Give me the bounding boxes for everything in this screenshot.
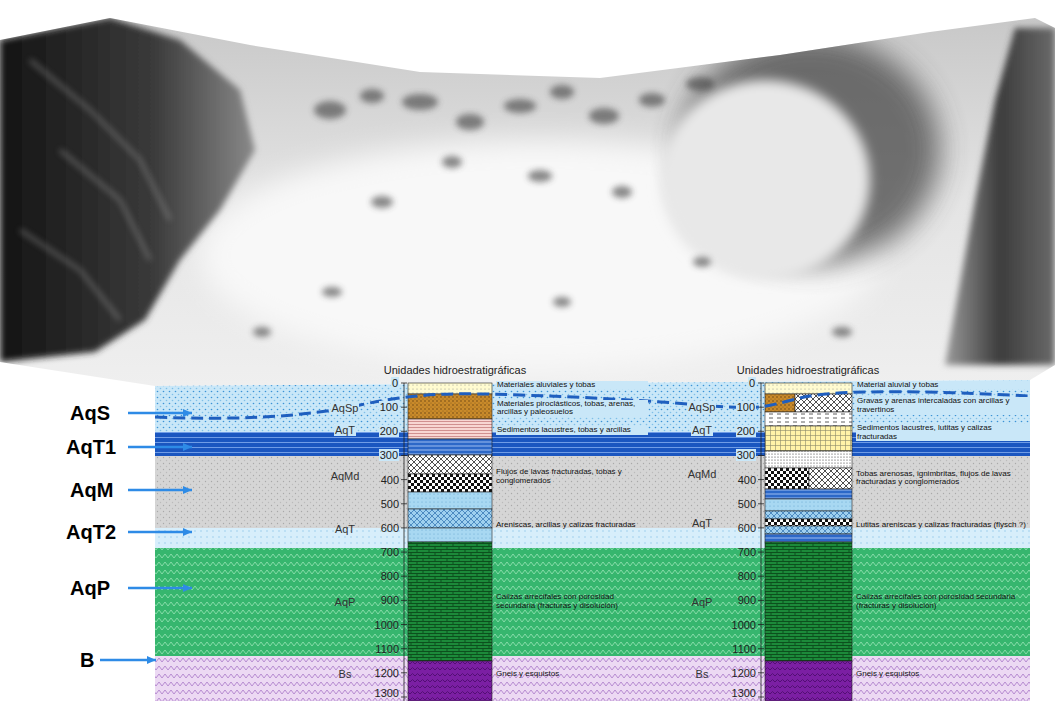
depth-number: 1200 bbox=[375, 667, 399, 679]
unit-code: AqP bbox=[692, 596, 713, 608]
lithology-description: Gravas y arenas intercaladas con arcilla… bbox=[856, 397, 1030, 415]
depth-number: 300 bbox=[379, 449, 399, 461]
aquifer-label: AqT2 bbox=[66, 521, 116, 544]
depth-axes bbox=[401, 383, 764, 701]
unit-code: AqT bbox=[334, 424, 356, 436]
depth-number: 100 bbox=[379, 401, 399, 413]
column-header: Unidades hidroestratigráficas bbox=[384, 364, 526, 376]
depth-number: 400 bbox=[738, 474, 756, 486]
depth-number: 1000 bbox=[732, 619, 756, 631]
depth-number: 500 bbox=[738, 498, 756, 510]
lithology-description: Calizas arrecifales con porosidad secund… bbox=[496, 593, 646, 611]
unit-code: AqMd bbox=[688, 468, 717, 480]
hydrostratigraphic-bands bbox=[155, 380, 1030, 701]
unit-code: Bs bbox=[696, 668, 709, 680]
depth-number: 600 bbox=[381, 522, 399, 534]
unit-code: AqT bbox=[335, 523, 355, 535]
depth-number: 0 bbox=[391, 377, 399, 389]
lithology-description: Sedimentos lacustres, lutitas y calizas … bbox=[856, 424, 1030, 442]
depth-number: 1100 bbox=[732, 643, 756, 655]
aquifer-label: AqP bbox=[70, 577, 110, 600]
lithology-description: Flujos de lavas fracturadas, tobas y con… bbox=[496, 468, 646, 486]
unit-code: AqT bbox=[692, 517, 712, 529]
depth-number: 200 bbox=[736, 425, 756, 437]
depth-number: 200 bbox=[379, 425, 399, 437]
depth-number: 1300 bbox=[375, 687, 399, 699]
aquifer-label: AqT1 bbox=[66, 436, 116, 459]
depth-number: 300 bbox=[736, 449, 756, 461]
depth-number: 700 bbox=[381, 546, 399, 558]
left-lithology-column bbox=[408, 383, 492, 701]
depth-number: 1300 bbox=[732, 687, 756, 699]
depth-number: 800 bbox=[738, 570, 756, 582]
depth-number: 900 bbox=[738, 594, 756, 606]
lithology-description: Gneis y esquistos bbox=[856, 670, 1028, 679]
water-table-line bbox=[155, 392, 1030, 418]
depth-number: 600 bbox=[738, 522, 756, 534]
aquifer-label: AqM bbox=[70, 479, 113, 502]
depth-number: 0 bbox=[748, 377, 756, 389]
unit-code: AqMd bbox=[331, 470, 360, 482]
depth-number: 800 bbox=[381, 570, 399, 582]
lithology-description: Materiales aluviales y tobas bbox=[496, 381, 648, 390]
unit-code: AqP bbox=[335, 596, 356, 608]
depth-number: 400 bbox=[381, 474, 399, 486]
unit-code: AqT bbox=[691, 424, 713, 436]
right-lithology-column bbox=[765, 383, 852, 701]
aquifer-label: B bbox=[80, 649, 94, 672]
unit-code: AqSp bbox=[331, 402, 360, 414]
lithology-description: Sedimentos lacustres, tobas y arcillas bbox=[496, 426, 648, 435]
depth-number: 1000 bbox=[375, 619, 399, 631]
terrain-relief bbox=[0, 18, 1055, 386]
column-header: Unidades hidroestratigráficas bbox=[737, 364, 879, 376]
lithology-description: Areniscas, arcillas y calizas fracturada… bbox=[496, 521, 646, 530]
lithology-description: Gneis y esquistos bbox=[496, 670, 646, 679]
depth-number: 900 bbox=[381, 594, 399, 606]
aquifer-label: AqS bbox=[70, 402, 110, 425]
lithology-description: Materiales piroclásticos, tobas, arenas,… bbox=[496, 400, 648, 418]
depth-number: 1100 bbox=[375, 643, 399, 655]
lithology-description: Material aluvial y tobas bbox=[856, 381, 1030, 390]
depth-number: 500 bbox=[381, 498, 399, 510]
unit-code: Bs bbox=[339, 668, 352, 680]
depth-number: 1200 bbox=[732, 667, 756, 679]
unit-code: AqSp bbox=[688, 401, 717, 413]
lithology-description: Lutitas areniscas y calizas fracturadas … bbox=[856, 521, 1028, 530]
depth-number: 700 bbox=[738, 546, 756, 558]
lithology-description: Calizas arrecifales con porosidad secund… bbox=[856, 593, 1028, 611]
lithology-description: Tobas arenosas, ignimbritas, flujos de l… bbox=[856, 470, 1028, 488]
depth-number: 100 bbox=[736, 401, 756, 413]
